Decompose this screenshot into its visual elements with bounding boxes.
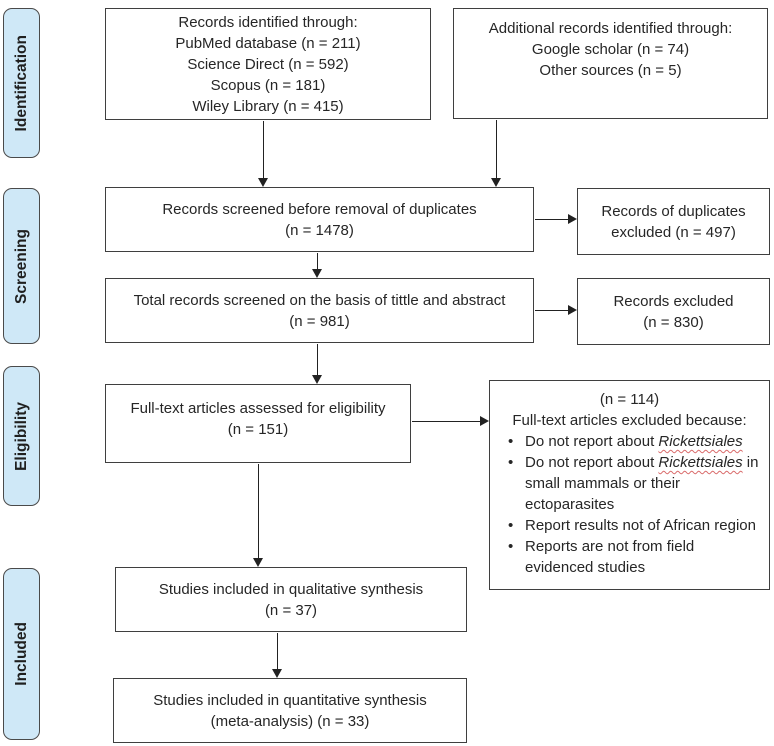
fulltext-excluded-box: (n = 114) Full-text articles excluded be… [489, 380, 770, 590]
arrow-screened-to-total [312, 253, 323, 278]
arrow-total-to-excluded [535, 305, 577, 316]
stage-included-label: Included [12, 622, 30, 686]
fulltext-assessed-line: (n = 151) [227, 421, 289, 438]
arrow-fulltext-to-exclusions [412, 416, 489, 427]
quantitative-synthesis-line: Studies included in quantitative synthes… [153, 691, 427, 709]
fulltext-excluded-count: (n = 114) [599, 391, 660, 408]
exclusion-reason-text: in small mammals or their ectoparasites [525, 454, 759, 513]
exclusion-reason-text: Do not report about [525, 433, 659, 450]
exclusion-reason-italic: Rickettsiales [658, 433, 743, 450]
records-identified-line: Wiley Library (n = 415) [192, 97, 344, 115]
arrow-qualitative-to-quantitative [272, 633, 283, 678]
records-excluded-line: Records excluded [613, 292, 734, 310]
exclusion-reason-text: Do not report about [525, 454, 659, 471]
duplicates-excluded-line: Records of duplicates [601, 202, 746, 220]
records-identified-box: Records identified through: PubMed datab… [105, 8, 431, 120]
exclusion-reason-item: Do not report about Rickettsiales [490, 431, 769, 452]
additional-records-line: Google scholar (n = 74) [531, 41, 690, 58]
total-records-line: (n = 981) [289, 312, 350, 330]
records-identified-line: PubMed database (n = 211) [175, 34, 361, 52]
total-records-line: Total records screened on the basis of t… [133, 291, 506, 309]
qualitative-synthesis-line: (n = 37) [264, 601, 318, 619]
additional-records-line: Other sources (n = 5) [539, 62, 682, 79]
records-identified-line: Records identified through: [178, 13, 358, 31]
stage-identification: Identification [3, 8, 40, 158]
stage-screening: Screening [3, 188, 40, 344]
fulltext-assessed-line: Full-text articles assessed for eligibil… [130, 400, 386, 417]
fulltext-assessed-box: Full-text articles assessed for eligibil… [105, 384, 411, 463]
records-identified-line: Scopus (n = 181) [210, 76, 326, 94]
qualitative-synthesis-box: Studies included in qualitative synthesi… [115, 567, 467, 632]
exclusion-reason-text: Reports are not from field evidenced stu… [525, 538, 695, 576]
stage-screening-label: Screening [12, 228, 30, 304]
stage-identification-label: Identification [12, 34, 30, 132]
exclusion-reason-item: Do not report about Rickettsiales in sma… [490, 452, 769, 515]
records-screened-box: Records screened before removal of dupli… [105, 187, 534, 252]
total-records-box: Total records screened on the basis of t… [105, 278, 534, 343]
exclusion-reason-text: Report results not of African region [525, 517, 756, 534]
fulltext-excluded-header: Full-text articles excluded because: [512, 412, 747, 429]
additional-records-line: Additional records identified through: [488, 20, 733, 37]
qualitative-synthesis-line: Studies included in qualitative synthesi… [158, 580, 424, 598]
quantitative-synthesis-box: Studies included in quantitative synthes… [113, 678, 467, 743]
arrow-fulltext-to-qualitative [253, 464, 264, 567]
records-screened-line: Records screened before removal of dupli… [162, 200, 477, 218]
additional-records-box: Additional records identified through: G… [453, 8, 768, 119]
records-identified-line: Science Direct (n = 592) [187, 55, 349, 73]
stage-eligibility-label: Eligibility [12, 401, 30, 471]
exclusion-reason-item: Reports are not from field evidenced stu… [490, 536, 769, 578]
arrow-screened-to-duplicates [535, 214, 577, 225]
arrow-total-to-fulltext [312, 344, 323, 384]
exclusion-reason-italic: Rickettsiales [658, 454, 743, 471]
arrow-identified-to-screened [258, 121, 269, 187]
exclusion-reason-item: Report results not of African region [490, 515, 769, 536]
arrow-additional-to-screened [491, 120, 502, 187]
records-excluded-box: Records excluded (n = 830) [577, 278, 770, 345]
duplicates-excluded-box: Records of duplicates excluded (n = 497) [577, 188, 770, 255]
records-screened-line: (n = 1478) [285, 221, 354, 239]
stage-included: Included [3, 568, 40, 740]
quantitative-synthesis-line: (meta-analysis) (n = 33) [210, 712, 370, 730]
duplicates-excluded-line: excluded (n = 497) [611, 223, 736, 241]
records-excluded-line: (n = 830) [643, 313, 704, 331]
stage-eligibility: Eligibility [3, 366, 40, 506]
